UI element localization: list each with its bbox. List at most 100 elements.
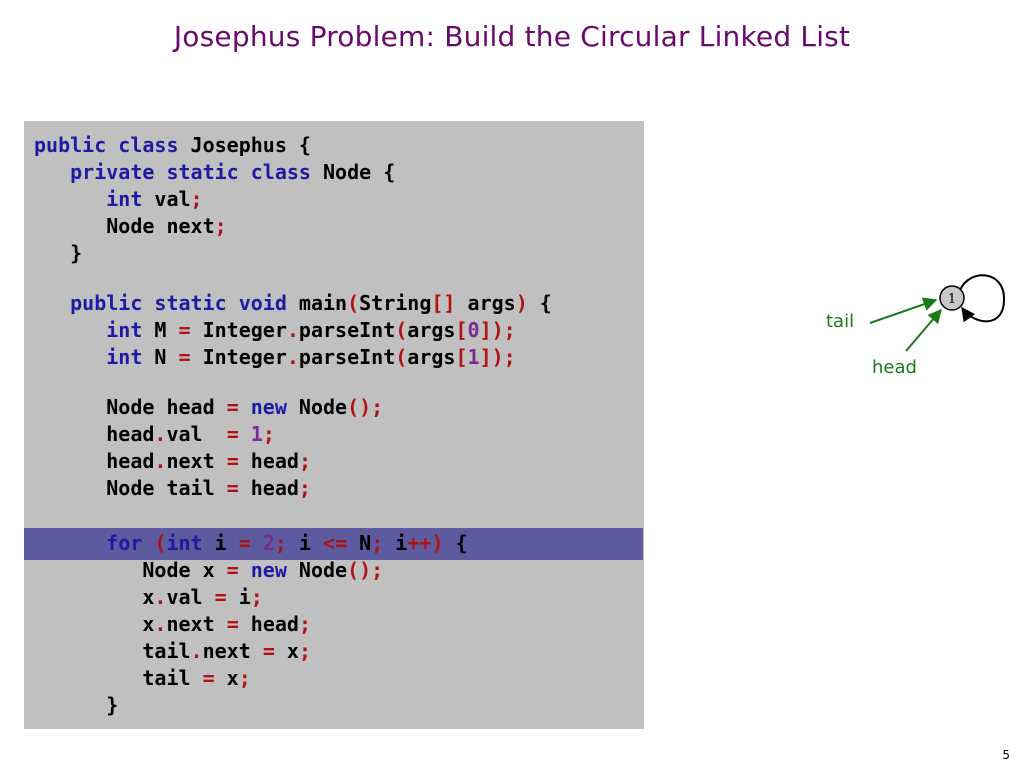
code-line: x.next = head; bbox=[34, 611, 311, 638]
code-token: = bbox=[226, 612, 239, 636]
code-token: ; bbox=[214, 214, 227, 238]
code-token: { bbox=[527, 291, 552, 315]
code-token: x bbox=[34, 612, 155, 636]
code-token: ]); bbox=[479, 345, 516, 369]
code-token: next bbox=[202, 639, 263, 663]
code-token: ; bbox=[262, 422, 275, 446]
code-token: int bbox=[34, 187, 143, 211]
code-token: 2 bbox=[250, 531, 275, 555]
code-token: M bbox=[142, 318, 179, 342]
code-token: ) bbox=[515, 291, 528, 315]
code-token: String bbox=[359, 291, 432, 315]
code-token: [ bbox=[455, 345, 468, 369]
code-token: main bbox=[286, 291, 348, 315]
code-token: [] bbox=[431, 291, 456, 315]
list-node-1 bbox=[939, 285, 965, 311]
code-token: ; bbox=[298, 612, 311, 636]
code-token: head bbox=[238, 449, 299, 473]
code-token: Node tail bbox=[34, 476, 227, 500]
code-token: i bbox=[383, 531, 408, 555]
code-token: i bbox=[226, 585, 251, 609]
code-token: . bbox=[286, 345, 299, 369]
linked-list-diagram: 1 tail head bbox=[800, 260, 1024, 390]
code-token: parseInt bbox=[298, 318, 396, 342]
code-line: x.val = i; bbox=[34, 584, 263, 611]
code-line: public class Josephus { bbox=[34, 132, 311, 159]
code-token: i bbox=[286, 531, 324, 555]
code-line: tail.next = x; bbox=[34, 638, 311, 665]
code-token: Integer bbox=[190, 318, 287, 342]
code-token: parseInt bbox=[298, 345, 396, 369]
code-token: head bbox=[238, 612, 299, 636]
code-line: Node next; bbox=[34, 213, 227, 240]
code-token: for bbox=[34, 531, 155, 555]
code-token: . bbox=[190, 639, 203, 663]
code-panel bbox=[24, 121, 644, 729]
code-token: Node x bbox=[34, 558, 227, 582]
code-line: int N = Integer.parseInt(args[1]); bbox=[34, 344, 516, 371]
code-token: 1 bbox=[467, 345, 480, 369]
code-line: int val; bbox=[34, 186, 203, 213]
code-token: int bbox=[166, 531, 203, 555]
code-token: = bbox=[226, 395, 239, 419]
code-token: val bbox=[142, 187, 191, 211]
code-token: ; bbox=[250, 585, 263, 609]
head-pointer-arrow bbox=[905, 308, 942, 352]
code-line: Node tail = head; bbox=[34, 475, 311, 502]
code-line: Node x = new Node(); bbox=[34, 557, 383, 584]
code-token: ; bbox=[298, 476, 311, 500]
diagram-svg: 1 bbox=[869, 274, 1006, 352]
code-token: x bbox=[214, 666, 239, 690]
code-token: Josephus { bbox=[178, 133, 311, 157]
code-token: tail bbox=[34, 666, 203, 690]
code-line: int M = Integer.parseInt(args[0]); bbox=[34, 317, 515, 344]
code-token: . bbox=[154, 585, 167, 609]
code-token: x bbox=[34, 585, 155, 609]
code-token: head bbox=[34, 449, 155, 473]
code-token: val bbox=[166, 422, 227, 446]
code-token: val bbox=[166, 585, 215, 609]
code-line: head.next = head; bbox=[34, 448, 311, 475]
code-token: = bbox=[178, 345, 191, 369]
code-token: N bbox=[347, 531, 372, 555]
code-token: tail bbox=[34, 639, 191, 663]
node-value-label: 1 bbox=[948, 292, 956, 307]
code-token: ; bbox=[238, 666, 251, 690]
code-token: Node { bbox=[310, 160, 396, 184]
code-token: private static class bbox=[34, 160, 311, 184]
code-token: [ bbox=[455, 318, 468, 342]
code-token: { bbox=[443, 531, 468, 555]
code-token: public class bbox=[34, 133, 179, 157]
code-token: } bbox=[34, 241, 83, 265]
code-token: head bbox=[34, 422, 155, 446]
code-token: (); bbox=[347, 395, 384, 419]
code-token: new bbox=[238, 395, 287, 419]
code-token: . bbox=[286, 318, 299, 342]
code-token: . bbox=[154, 422, 167, 446]
code-token: i bbox=[202, 531, 239, 555]
code-token: ; bbox=[274, 531, 287, 555]
code-token: head bbox=[238, 476, 299, 500]
code-token: Node next bbox=[34, 214, 215, 238]
code-token: ++) bbox=[407, 531, 444, 555]
self-loop-arrow bbox=[959, 274, 1006, 323]
code-line: public static void main(String[] args) { bbox=[34, 290, 552, 317]
code-token: ; bbox=[190, 187, 203, 211]
code-token: Node head bbox=[34, 395, 227, 419]
code-token: args bbox=[407, 345, 456, 369]
code-token: 0 bbox=[467, 318, 480, 342]
code-token: public static void bbox=[34, 291, 287, 315]
highlighted-line bbox=[24, 528, 643, 560]
tail-label: tail bbox=[826, 311, 855, 332]
page-number: 5 bbox=[1002, 748, 1010, 762]
code-token: = bbox=[178, 318, 191, 342]
code-token: } bbox=[34, 693, 119, 717]
code-token: = bbox=[226, 476, 239, 500]
code-token: ( bbox=[154, 531, 167, 555]
code-token: int bbox=[34, 318, 143, 342]
code-token: 1 bbox=[238, 422, 263, 446]
code-token: N bbox=[142, 345, 179, 369]
code-line: Node head = new Node(); bbox=[34, 394, 383, 421]
code-line: head.val = 1; bbox=[34, 421, 275, 448]
code-token: int bbox=[34, 345, 143, 369]
